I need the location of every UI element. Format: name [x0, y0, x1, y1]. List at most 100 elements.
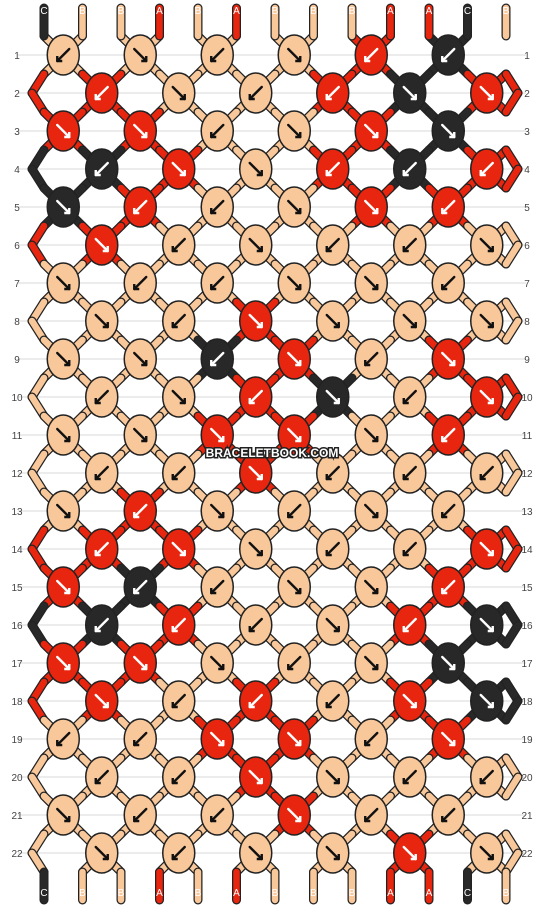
- arrow-head: [133, 512, 140, 519]
- arrow-head: [410, 94, 417, 101]
- arrow-down-right-icon: [364, 123, 379, 139]
- row-number-left: 11: [12, 431, 23, 442]
- knot: [277, 338, 311, 380]
- arrow-head: [179, 550, 186, 557]
- row-number-right: 15: [521, 583, 533, 594]
- row-number-right: 9: [524, 355, 530, 366]
- arrow-head: [295, 208, 302, 215]
- top-strand-label: A: [233, 6, 240, 17]
- arrow-head: [64, 360, 71, 367]
- bottom-strand-label: B: [195, 888, 202, 899]
- arrow-down-left-icon: [210, 579, 225, 595]
- arrow-down-left-icon: [441, 427, 456, 443]
- arrow-down-left-icon: [133, 503, 148, 519]
- arrow-head: [449, 740, 456, 747]
- knot: [239, 756, 273, 798]
- arrow-down-right-icon: [479, 389, 494, 405]
- arrow-down-right-icon: [441, 655, 456, 671]
- arrow-head: [364, 740, 371, 747]
- knot: [123, 490, 157, 532]
- row-number-left: 18: [11, 697, 23, 708]
- bottom-strand-label: B: [503, 888, 510, 899]
- knot: [162, 756, 196, 798]
- top-strand-label: B: [349, 6, 356, 17]
- row-number-left: 20: [11, 773, 23, 784]
- arrow-head: [295, 56, 302, 63]
- knot: [46, 414, 80, 456]
- knot: [85, 148, 119, 190]
- arrow-down-left-icon: [441, 807, 456, 823]
- knot: [162, 72, 196, 114]
- arrow-down-left-icon: [325, 693, 340, 709]
- knot: [123, 110, 157, 152]
- knot: [354, 642, 388, 684]
- arrow-down-right-icon: [479, 313, 494, 329]
- arrow-head: [218, 512, 225, 519]
- arrow-head: [256, 474, 263, 481]
- row-number-left: 7: [14, 279, 20, 290]
- knot: [123, 262, 157, 304]
- arrow-head: [441, 588, 448, 595]
- arrow-down-left-icon: [364, 351, 379, 367]
- arrow-down-left-icon: [479, 465, 494, 481]
- knot: [85, 452, 119, 494]
- row-number-left: 2: [14, 89, 20, 100]
- knot: [470, 300, 504, 342]
- knot: [431, 34, 465, 76]
- knot: [277, 718, 311, 760]
- knot: [316, 528, 350, 570]
- arrow-head: [287, 512, 294, 519]
- arrow-head: [141, 132, 148, 139]
- row-number-right: 7: [524, 279, 530, 290]
- arrow-down-right-icon: [133, 427, 148, 443]
- arrow-down-right-icon: [287, 275, 302, 291]
- arrow-down-right-icon: [56, 579, 71, 595]
- knot: [239, 148, 273, 190]
- knot: [470, 224, 504, 266]
- arrow-head: [449, 360, 456, 367]
- arrow-head: [218, 740, 225, 747]
- arrow-down-right-icon: [325, 845, 340, 861]
- knot: [85, 300, 119, 342]
- knot: [85, 756, 119, 798]
- arrow-head: [256, 170, 263, 177]
- knot: [200, 338, 234, 380]
- knot: [162, 680, 196, 722]
- arrow-head: [210, 360, 217, 367]
- arrow-down-left-icon: [441, 579, 456, 595]
- arrow-down-right-icon: [210, 427, 225, 443]
- arrow-head: [402, 474, 409, 481]
- knot: [431, 642, 465, 684]
- arrow-head: [64, 588, 71, 595]
- arrow-head: [333, 322, 340, 329]
- arrow-down-right-icon: [325, 769, 340, 785]
- knot: [200, 718, 234, 760]
- arrow-head: [256, 550, 263, 557]
- row-number-right: 1: [524, 51, 530, 62]
- bottom-strand-label: C: [464, 888, 471, 899]
- arrow-head: [402, 626, 409, 633]
- knot: [470, 72, 504, 114]
- arrow-head: [295, 132, 302, 139]
- knot: [470, 756, 504, 798]
- arrow-head: [133, 740, 140, 747]
- knot: [85, 224, 119, 266]
- arrow-down-right-icon: [364, 199, 379, 215]
- row-number-left: 10: [11, 393, 23, 404]
- knot: [200, 186, 234, 228]
- strand-segment: [502, 89, 522, 116]
- arrow-head: [333, 626, 340, 633]
- arrow-down-left-icon: [248, 693, 263, 709]
- row-number-right: 16: [521, 621, 533, 632]
- row-number-left: 9: [14, 355, 20, 366]
- arrow-down-left-icon: [94, 541, 109, 557]
- arrow-head: [487, 398, 494, 405]
- arrow-head: [218, 664, 225, 671]
- arrow-head: [295, 816, 302, 823]
- knot: [470, 452, 504, 494]
- arrow-head: [487, 246, 494, 253]
- arrow-down-right-icon: [325, 617, 340, 633]
- arrow-down-right-icon: [364, 655, 379, 671]
- arrow-down-right-icon: [133, 351, 148, 367]
- knot: [162, 376, 196, 418]
